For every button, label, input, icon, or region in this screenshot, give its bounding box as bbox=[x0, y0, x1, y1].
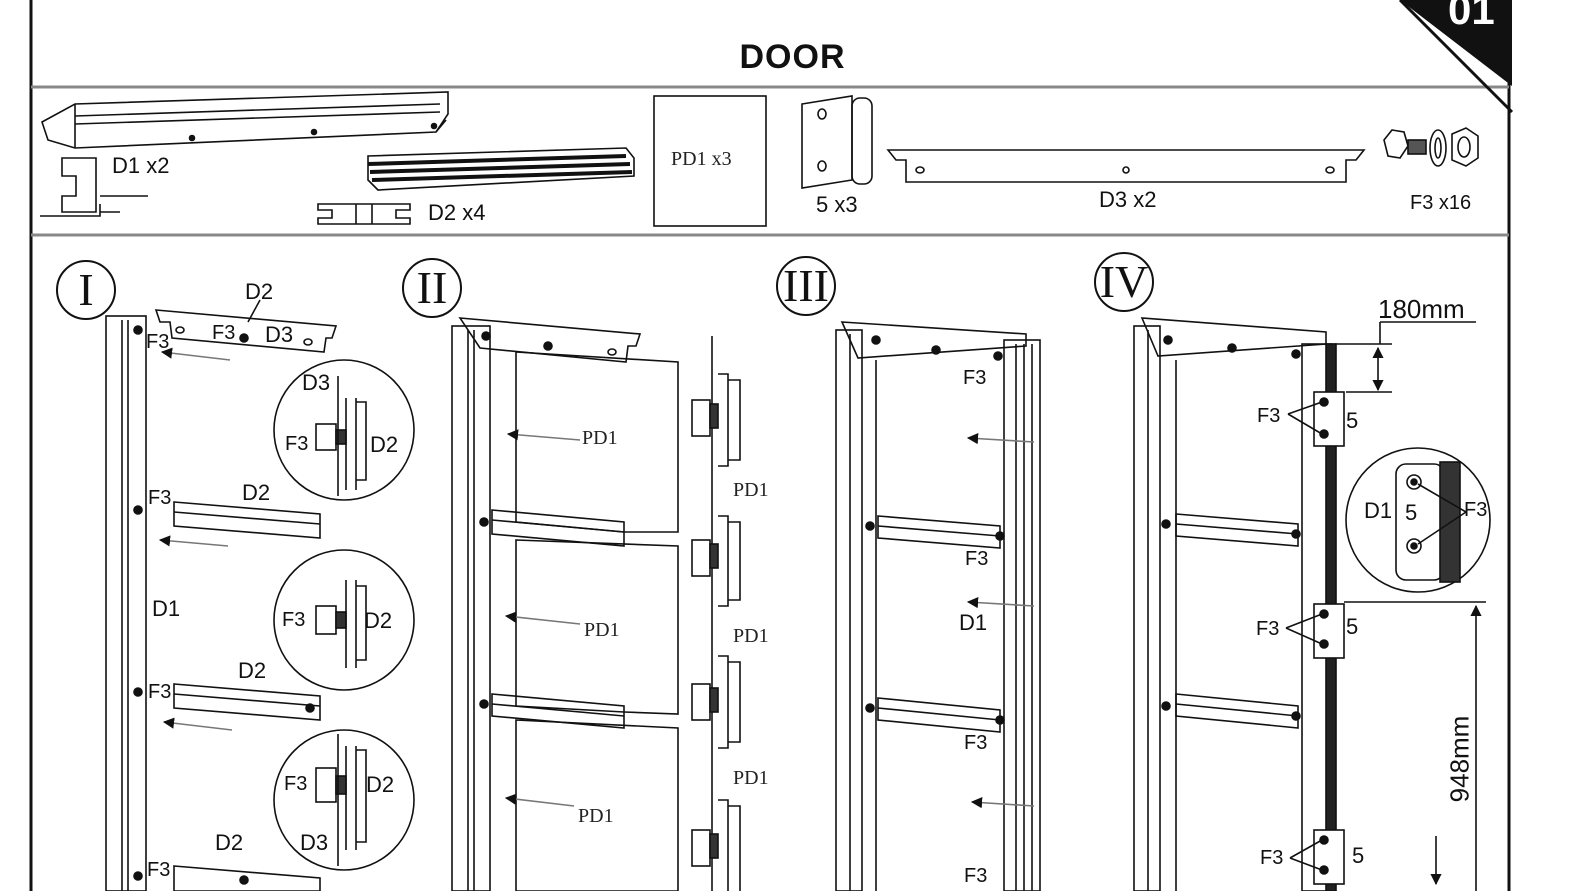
step4-detail-label-f3: F3 bbox=[1464, 499, 1488, 521]
step4-detail-label-hinge: 5 bbox=[1405, 500, 1418, 525]
step1-label-d2-mid: D2 bbox=[242, 480, 271, 505]
step-number-4: IV bbox=[1094, 252, 1154, 312]
step1-detail2-label-f3: F3 bbox=[282, 609, 306, 631]
step4-label-hinge-b: 5 bbox=[1346, 614, 1359, 639]
step1-detail1-label-f3: F3 bbox=[285, 433, 309, 455]
part-d3-drawing bbox=[886, 149, 1366, 183]
step4-label-f3-a: F3 bbox=[1257, 405, 1281, 427]
step4-dimension-top: 180mm bbox=[1378, 294, 1465, 324]
step3-label-d1: D1 bbox=[959, 610, 988, 635]
step1-label-f3-mid: F3 bbox=[148, 487, 172, 509]
page-title: DOOR bbox=[739, 38, 846, 76]
step1-label-d2-bottom: D2 bbox=[215, 830, 244, 855]
part-label-d2: D2 x4 bbox=[428, 200, 486, 225]
part-d1-drawing bbox=[40, 91, 449, 217]
step3-label-f3-d: F3 bbox=[964, 865, 988, 887]
step1-label-f3-top2: F3 bbox=[212, 322, 236, 344]
step3-label-f3-c: F3 bbox=[964, 732, 988, 754]
step1-detail1-label-d2: D2 bbox=[370, 432, 399, 457]
part-label-pd1: PD1 x3 bbox=[671, 148, 732, 170]
part-label-d3: D3 x2 bbox=[1099, 187, 1157, 212]
page-number-corner bbox=[1400, 0, 1512, 86]
step3-label-f3-a: F3 bbox=[963, 367, 987, 389]
step1-label-f3-top: F3 bbox=[146, 331, 170, 353]
step1-label-d3-top: D3 bbox=[265, 322, 294, 347]
step1-label-f3-bottom: F3 bbox=[147, 859, 171, 881]
step2-drawing bbox=[451, 317, 741, 891]
step4-label-hinge-a: 5 bbox=[1346, 408, 1359, 433]
step1-drawing bbox=[105, 299, 415, 891]
page-number: 01 bbox=[1448, 0, 1495, 33]
step2-label-pd1-c: PD1 bbox=[578, 805, 614, 827]
step4-detail-label-d1: D1 bbox=[1364, 498, 1393, 523]
part-label-f3: F3 x16 bbox=[1410, 192, 1472, 214]
step1-detail1-label-d3: D3 bbox=[302, 370, 331, 395]
part-pd1-panel bbox=[653, 95, 767, 227]
part-d2-drawing bbox=[317, 147, 635, 225]
step1-label-d2-low: D2 bbox=[238, 658, 267, 683]
part-hinge-drawing bbox=[801, 95, 873, 189]
step3-drawing bbox=[835, 321, 1041, 891]
step1-label-f3-low: F3 bbox=[148, 681, 172, 703]
step2-side-label-pd1-c: PD1 bbox=[733, 767, 769, 789]
step4-drawing bbox=[1133, 317, 1491, 891]
step4-label-f3-b: F3 bbox=[1256, 618, 1280, 640]
step2-label-pd1-a: PD1 bbox=[582, 427, 618, 449]
part-f3-drawing bbox=[1383, 127, 1479, 167]
step2-side-label-pd1-b: PD1 bbox=[733, 625, 769, 647]
step-number-3: III bbox=[776, 256, 836, 316]
step1-detail3-label-d3: D3 bbox=[300, 830, 329, 855]
part-label-d1: D1 x2 bbox=[112, 153, 170, 178]
step-number-1: I bbox=[56, 260, 116, 320]
step4-label-hinge-c: 5 bbox=[1352, 843, 1365, 868]
step1-detail-profiles bbox=[315, 376, 367, 866]
step1-detail3-label-d2: D2 bbox=[366, 772, 395, 797]
step3-label-f3-b: F3 bbox=[965, 548, 989, 570]
step4-label-f3-c: F3 bbox=[1260, 847, 1284, 869]
part-label-hinge: 5 x3 bbox=[816, 192, 858, 217]
step-number-2: II bbox=[402, 258, 462, 318]
step1-detail2-label-d2: D2 bbox=[364, 608, 393, 633]
page-frame bbox=[29, 0, 1511, 891]
step1-label-d1: D1 bbox=[152, 596, 181, 621]
step4-dimension-side: 948mm bbox=[1444, 715, 1475, 803]
step1-label-d2-top: D2 bbox=[245, 279, 274, 304]
step1-detail3-label-f3: F3 bbox=[284, 773, 308, 795]
step2-side-label-pd1-a: PD1 bbox=[733, 479, 769, 501]
step2-label-pd1-b: PD1 bbox=[584, 619, 620, 641]
